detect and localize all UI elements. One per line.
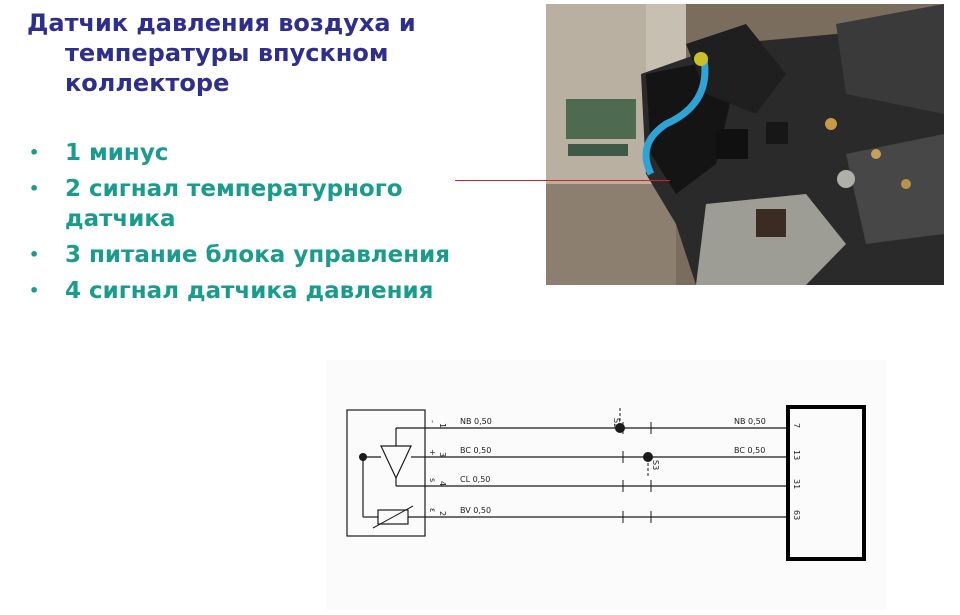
sensor-side-mark: ε (428, 508, 437, 512)
sensor-pin-number: 4 (438, 481, 447, 486)
junction-s2 (615, 423, 625, 433)
wire-label-left: NB 0,50 (460, 417, 492, 426)
bullet-icon: • (29, 179, 40, 198)
sensor-side-mark: + (428, 449, 437, 456)
wire-label-left: CL 0,50 (460, 475, 490, 484)
engine-photo (546, 4, 944, 285)
sensor-pin-number: 1 (438, 423, 447, 428)
wiring-diagram-svg: S2 S3 NB 0,50 BC 0,50 CL 0,50 BV 0,50 NB… (346, 405, 866, 561)
pin-description-list: • 1 минус • 2 сигнал температурного датчик… (27, 138, 497, 312)
list-item: • 1 минус (27, 138, 497, 168)
title-line-1: Датчик давления воздуха и (27, 9, 416, 37)
sensor-side-mark: - (428, 420, 437, 423)
ecu-pin-number: 63 (792, 510, 801, 520)
title-line-2: температуры впускном (65, 39, 389, 67)
ecu-pin-number: 13 (792, 450, 801, 460)
list-item-text: 1 минус (65, 140, 169, 166)
bullet-icon: • (29, 281, 40, 300)
wire-label-left: BV 0,50 (460, 506, 491, 515)
list-item-text: 3 питание блока управления (65, 242, 450, 268)
list-item-text: 4 сигнал датчика давления (65, 278, 434, 304)
slide-title: Датчик давления воздуха и температуры вп… (27, 8, 497, 98)
ecu-pin-number: 31 (792, 479, 801, 489)
ecu-connector-box (786, 405, 866, 561)
sensor-pin-number: 2 (438, 511, 447, 516)
list-item: • 3 питание блока управления (27, 240, 497, 270)
list-item: • 2 сигнал температурного датчика (27, 174, 497, 234)
junction-label-s3: S3 (651, 460, 660, 470)
junction-s3 (643, 452, 653, 462)
list-item: • 4 сигнал датчика давления (27, 276, 497, 306)
sensor-pin-number: 3 (438, 452, 447, 457)
title-line-3: коллекторе (65, 69, 230, 97)
ecu-pin-number: 7 (792, 423, 801, 428)
sensor-box (346, 409, 426, 537)
wire-label-right: NB 0,50 (734, 417, 766, 426)
bullet-icon: • (29, 143, 40, 162)
amplifier-symbol (380, 445, 412, 480)
wire-label-left: BC 0,50 (460, 446, 491, 455)
list-item-text: 2 сигнал температурного датчика (65, 176, 403, 232)
sensor-side-mark: s (428, 478, 437, 482)
wire-label-right: BC 0,50 (734, 446, 765, 455)
junction-label-s2: S2 (612, 418, 621, 428)
pointer-line (455, 180, 670, 181)
engine-photo-illustration (546, 4, 944, 285)
wiring-diagram: S2 S3 NB 0,50 BC 0,50 CL 0,50 BV 0,50 NB… (326, 360, 886, 610)
bullet-icon: • (29, 245, 40, 264)
